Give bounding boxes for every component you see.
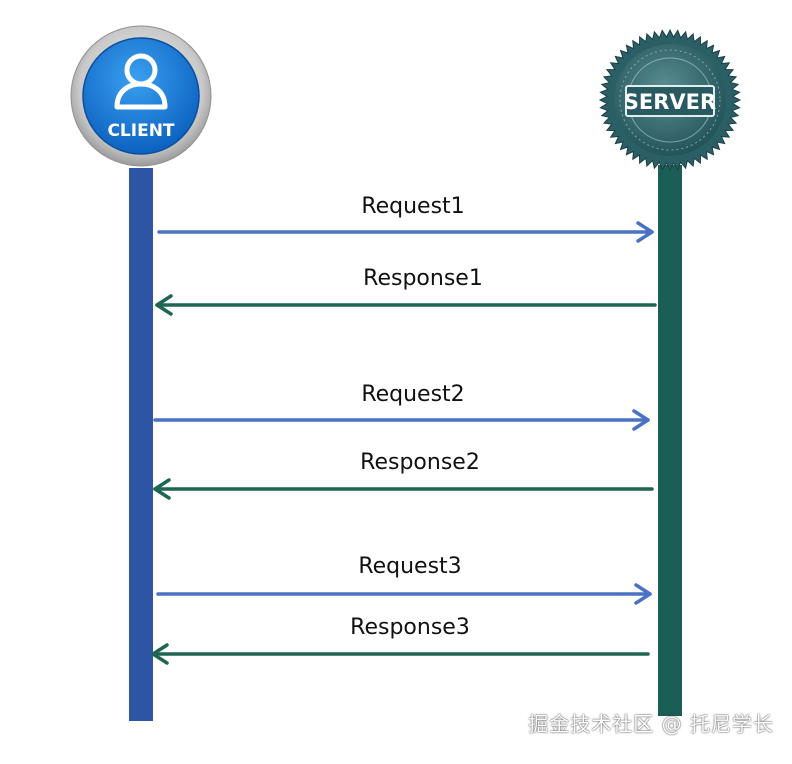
request-label: Request3 [358, 554, 461, 579]
response-message: Response3 [151, 615, 650, 665]
watermark: 掘金技术社区 @ 托尼学长 [528, 712, 774, 736]
client-lifeline [129, 168, 153, 721]
request-message: Request2 [153, 382, 650, 431]
client-badge: CLIENT [70, 25, 212, 167]
response-label: Response1 [363, 266, 483, 291]
user-icon [114, 53, 168, 110]
request-label: Request2 [361, 382, 464, 407]
arrowhead-icon [634, 583, 652, 605]
response-label: Response2 [360, 450, 480, 475]
messages: Request1Response1Request2Response2Reques… [151, 194, 657, 665]
request-message: Request3 [156, 554, 652, 605]
request-message: Request1 [157, 194, 654, 243]
arrowhead-icon [636, 221, 654, 243]
arrowhead-icon [155, 294, 173, 316]
arrowhead-icon [153, 478, 171, 500]
server-lifeline [658, 165, 682, 716]
response-message: Response1 [155, 266, 657, 316]
server-badge: SERVER [598, 28, 742, 172]
response-label: Response3 [350, 615, 470, 640]
response-message: Response2 [153, 450, 654, 500]
arrowhead-icon [632, 409, 650, 431]
client-label: CLIENT [107, 121, 174, 141]
arrowhead-icon [151, 643, 169, 665]
server-label: SERVER [624, 90, 716, 114]
request-label: Request1 [361, 194, 464, 219]
